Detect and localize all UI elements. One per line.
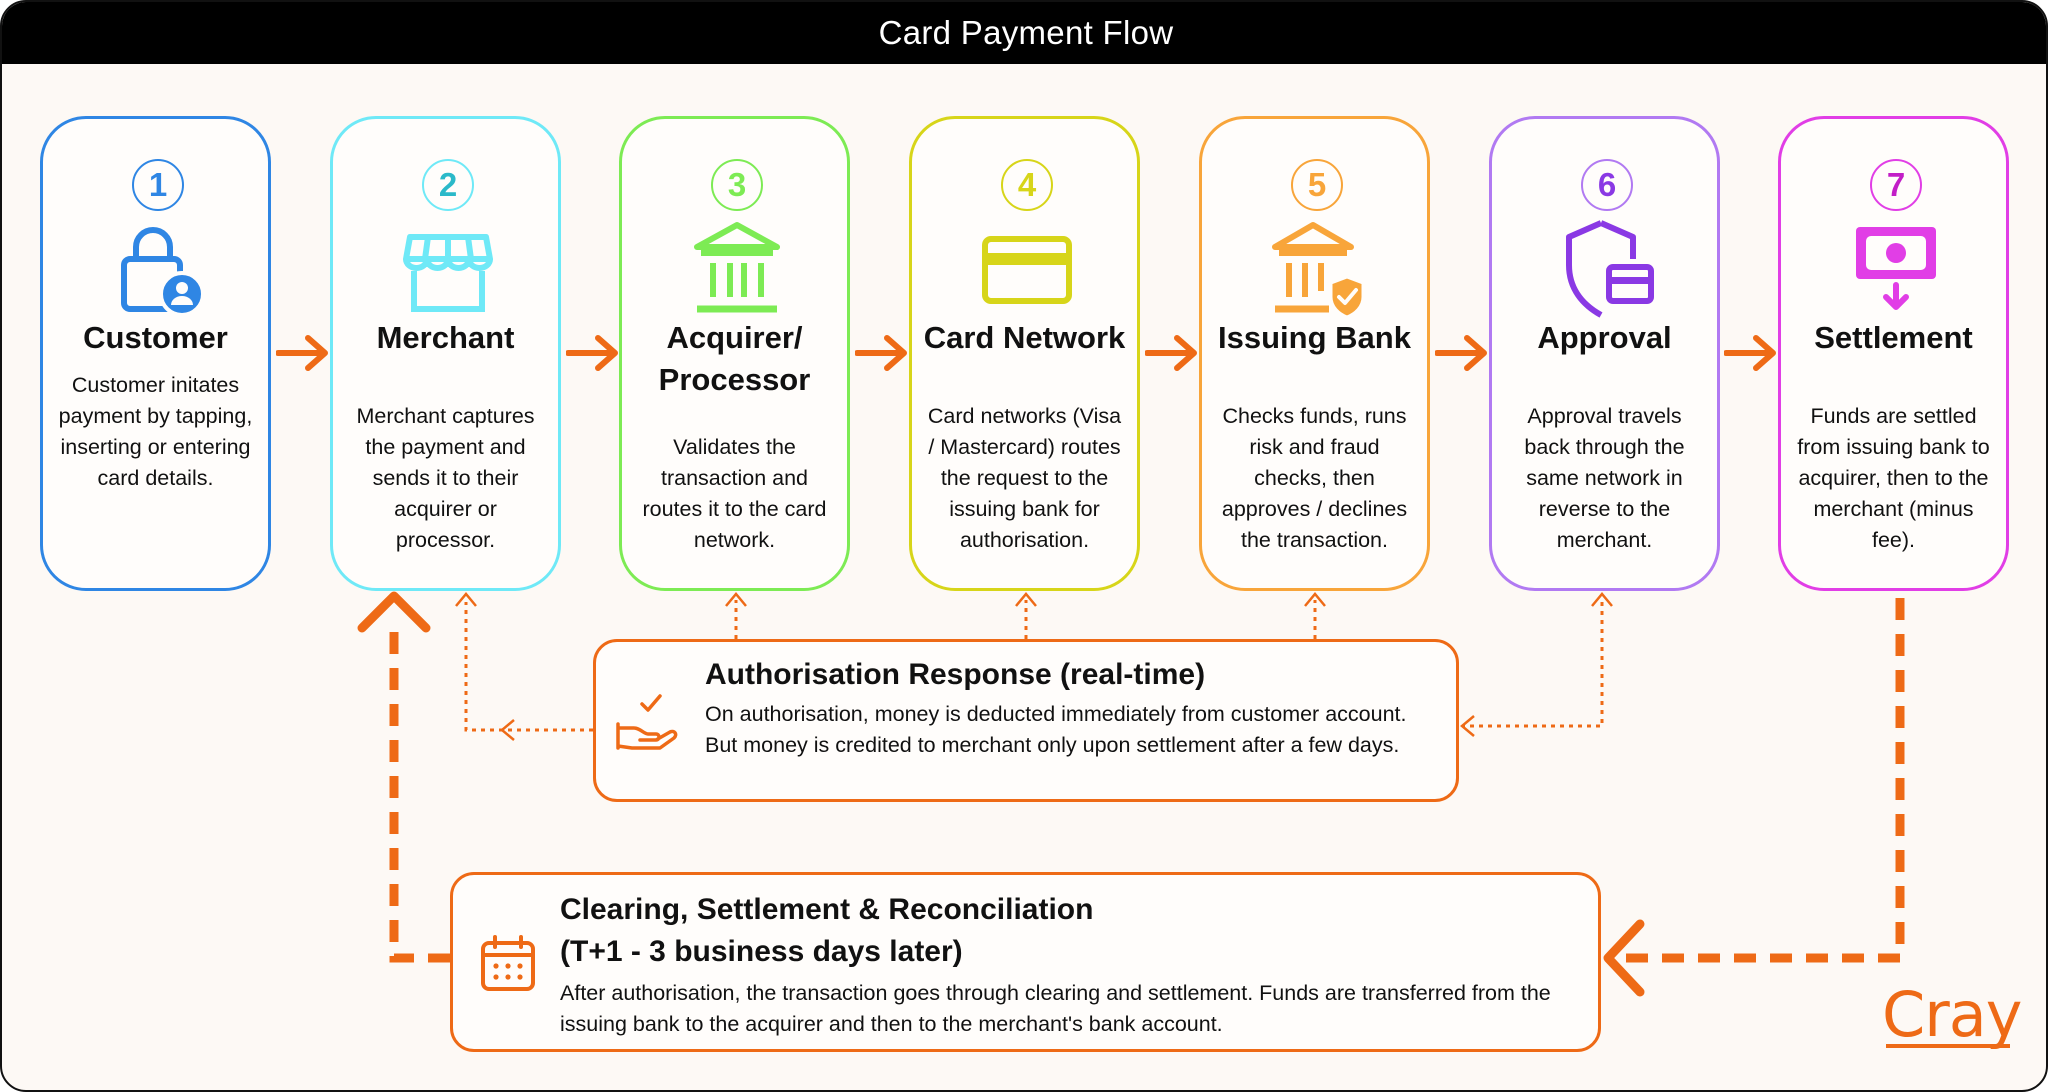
bank-shield-icon bbox=[1272, 222, 1365, 319]
step-card-customer: 1 Customer Customer initates payment by … bbox=[40, 116, 271, 591]
dashed-arrowhead-merchant bbox=[357, 591, 431, 633]
step-description: Card networks (Visa / Mastercard) routes… bbox=[927, 404, 1122, 552]
step-number: 7 bbox=[1870, 159, 1922, 211]
step-description: Funds are settled from issuing bank to a… bbox=[1797, 404, 1990, 552]
bank-icon bbox=[694, 222, 780, 313]
flow-arrow-5 bbox=[1435, 335, 1487, 371]
dashed-line-settlement-to-clearing bbox=[1612, 598, 1905, 963]
diagram-title: Card Payment Flow bbox=[2, 2, 2046, 64]
dotted-line-approval-to-auth bbox=[1462, 602, 1604, 728]
flow-arrow-6 bbox=[1724, 335, 1776, 371]
hand-check-icon bbox=[616, 694, 678, 750]
step-number: 4 bbox=[1001, 159, 1053, 211]
step-card-merchant: 2 Merchant Merchant captures the payment… bbox=[330, 116, 561, 591]
clearing-title: Clearing, Settlement & Reconciliation (T… bbox=[560, 889, 1093, 973]
step-title: Customer bbox=[83, 320, 228, 355]
dotted-line-auth-to-merchant bbox=[464, 602, 593, 732]
lock-user-icon bbox=[121, 227, 205, 317]
step-title: Settlement bbox=[1814, 320, 1973, 355]
step-description: Customer initates payment by tapping, in… bbox=[58, 373, 253, 490]
logo-underline bbox=[1886, 1044, 2010, 1048]
calendar-icon bbox=[481, 935, 535, 991]
dotted-arrowhead-merchant bbox=[455, 592, 477, 607]
step-title: Issuing Bank bbox=[1218, 320, 1411, 355]
step-description: Checks funds, runs risk and fraud checks… bbox=[1221, 404, 1408, 552]
authorisation-response-box: Authorisation Response (real-time) On au… bbox=[593, 639, 1459, 802]
dotted-arrowhead-approval bbox=[1591, 592, 1613, 607]
step-number: 5 bbox=[1291, 159, 1343, 211]
clearing-description: After authorisation, the transaction goe… bbox=[560, 981, 1551, 1036]
clearing-title-line2: (T+1 - 3 business days later) bbox=[560, 935, 963, 968]
step-description: Approval travels back through the same n… bbox=[1524, 404, 1685, 552]
flow-arrow-4 bbox=[1145, 335, 1197, 371]
step-title: Card Network bbox=[923, 320, 1126, 355]
credit-card-icon bbox=[982, 236, 1072, 304]
clearing-title-line1: Clearing, Settlement & Reconciliation bbox=[560, 893, 1094, 926]
dotted-arrowhead-network bbox=[1015, 592, 1037, 607]
clearing-settlement-box: Clearing, Settlement & Reconciliation (T… bbox=[450, 872, 1601, 1052]
dotted-arrowhead-issuer bbox=[1304, 592, 1326, 607]
authorisation-description: On authorisation, money is deducted imme… bbox=[705, 702, 1407, 757]
step-number: 2 bbox=[422, 159, 474, 211]
step-title: Approval bbox=[1537, 320, 1672, 355]
step-title: Merchant bbox=[376, 320, 515, 355]
step-card-approval: 6 Approval Approval travels back through… bbox=[1489, 116, 1720, 591]
flow-arrow-3 bbox=[855, 335, 907, 371]
flow-arrow-2 bbox=[566, 335, 618, 371]
dashed-arrowhead-clearing bbox=[1603, 919, 1645, 997]
step-card-card-network: 4 Card Network Card networks (Visa / Mas… bbox=[909, 116, 1140, 591]
step-card-acquirer: 3 Acquirer/ Processor Validates the tran… bbox=[619, 116, 850, 591]
dashed-line-clearing-to-merchant bbox=[389, 632, 450, 963]
store-icon bbox=[403, 234, 493, 312]
dotted-arrowhead-acquirer bbox=[725, 592, 747, 607]
step-description: Validates the transaction and routes it … bbox=[642, 435, 827, 552]
step-title: Acquirer/ Processor bbox=[658, 320, 811, 397]
step-number: 1 bbox=[132, 159, 184, 211]
flow-arrow-1 bbox=[276, 335, 328, 371]
authorisation-title: Authorisation Response (real-time) bbox=[705, 658, 1206, 691]
brand-logo: Cray bbox=[1882, 978, 2022, 1051]
step-card-issuing-bank: 5 Issuing Bank Checks funds, runs risk a… bbox=[1199, 116, 1430, 591]
money-down-icon bbox=[1856, 227, 1936, 310]
step-card-settlement: 7 Settlement Funds are settled from issu… bbox=[1778, 116, 2009, 591]
step-description: Merchant captures the payment and sends … bbox=[356, 404, 535, 552]
dotted-arrowhead-auth bbox=[1460, 715, 1475, 737]
dotted-arrowhead-left bbox=[500, 719, 515, 741]
step-number: 6 bbox=[1581, 159, 1633, 211]
shield-card-icon bbox=[1566, 220, 1654, 318]
step-number: 3 bbox=[711, 159, 763, 211]
